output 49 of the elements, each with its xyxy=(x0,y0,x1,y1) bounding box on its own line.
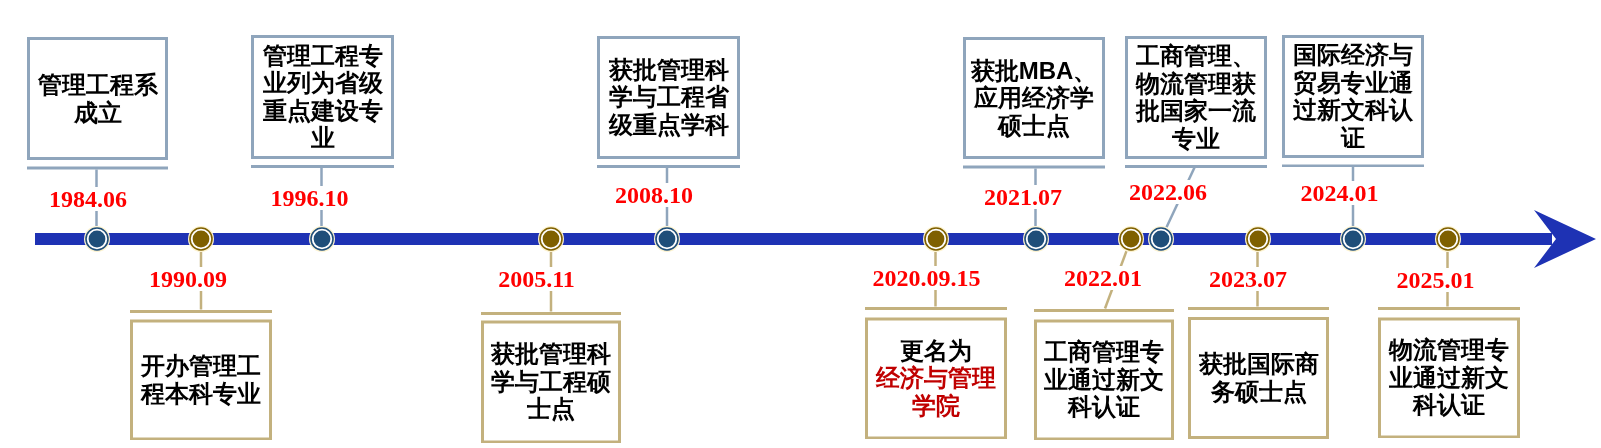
milestone-dot xyxy=(308,226,335,252)
milestone-dot xyxy=(1022,226,1049,252)
milestone-dot xyxy=(922,226,949,252)
milestone-text: 获批MBA、应用经济学硕士点 xyxy=(970,56,1098,140)
date-label: 2022.06 xyxy=(1128,180,1208,204)
milestone-text: 更名为 xyxy=(899,336,973,365)
date-label: 2008.10 xyxy=(614,183,694,207)
milestone-dot xyxy=(538,226,564,252)
date-label: 1990.09 xyxy=(148,267,228,291)
date-label: 2023.07 xyxy=(1208,267,1288,291)
date-label: 1984.06 xyxy=(48,187,128,211)
milestone-text: 国际经济与贸易专业通过新文科认证 xyxy=(1292,41,1414,151)
milestone-box xyxy=(27,37,168,170)
milestone-box xyxy=(1034,308,1174,440)
milestone-dot xyxy=(188,226,214,252)
milestone-text: 获批管理科学与工程硕士点 xyxy=(490,340,612,423)
milestone-text: 获批国际商务硕士点 xyxy=(1198,350,1319,405)
milestone-text: 管理工程专业列为省级重点建设专业 xyxy=(262,41,383,152)
milestone-dot xyxy=(83,226,110,252)
milestone-text: 经济与管理学院 xyxy=(875,364,997,420)
date-label: 2025.01 xyxy=(1395,268,1476,292)
date-label: 2020.09.15 xyxy=(871,266,982,290)
milestone-box xyxy=(130,309,272,440)
milestone-text: 获批管理科学与工程省级重点学科 xyxy=(608,55,729,139)
milestone-text: 工商管理、物流管理获批国家一流专业 xyxy=(1135,42,1257,152)
date-label: 1996.10 xyxy=(269,186,350,210)
milestone-box xyxy=(1125,35,1267,168)
milestone-box xyxy=(865,306,1007,439)
milestone-box xyxy=(1378,306,1520,438)
milestone-dot xyxy=(1434,226,1461,252)
date-label: 2022.01 xyxy=(1063,266,1143,290)
milestone-text: 物流管理专业通过新文科认证 xyxy=(1388,336,1510,419)
date-label: 2005.11 xyxy=(497,267,576,291)
milestone-dot xyxy=(1148,226,1174,252)
milestone-box xyxy=(963,37,1105,169)
milestone-dot xyxy=(1244,226,1271,252)
milestone-text: 工商管理专业通过新文科认证 xyxy=(1043,338,1165,421)
milestone-box xyxy=(597,35,740,168)
milestone-dot xyxy=(654,226,680,252)
milestone-box xyxy=(251,34,394,168)
milestone-box xyxy=(1282,34,1424,167)
milestone-text: 管理工程系成立 xyxy=(37,71,158,126)
milestone-text: 开办管理工程本科专业 xyxy=(140,352,262,407)
milestone-box xyxy=(481,311,621,443)
milestone-box xyxy=(1188,306,1329,439)
date-label: 2024.01 xyxy=(1299,181,1380,205)
milestone-dot xyxy=(1118,226,1144,252)
milestone-dot xyxy=(1340,226,1366,252)
date-label: 2021.07 xyxy=(983,184,1063,209)
